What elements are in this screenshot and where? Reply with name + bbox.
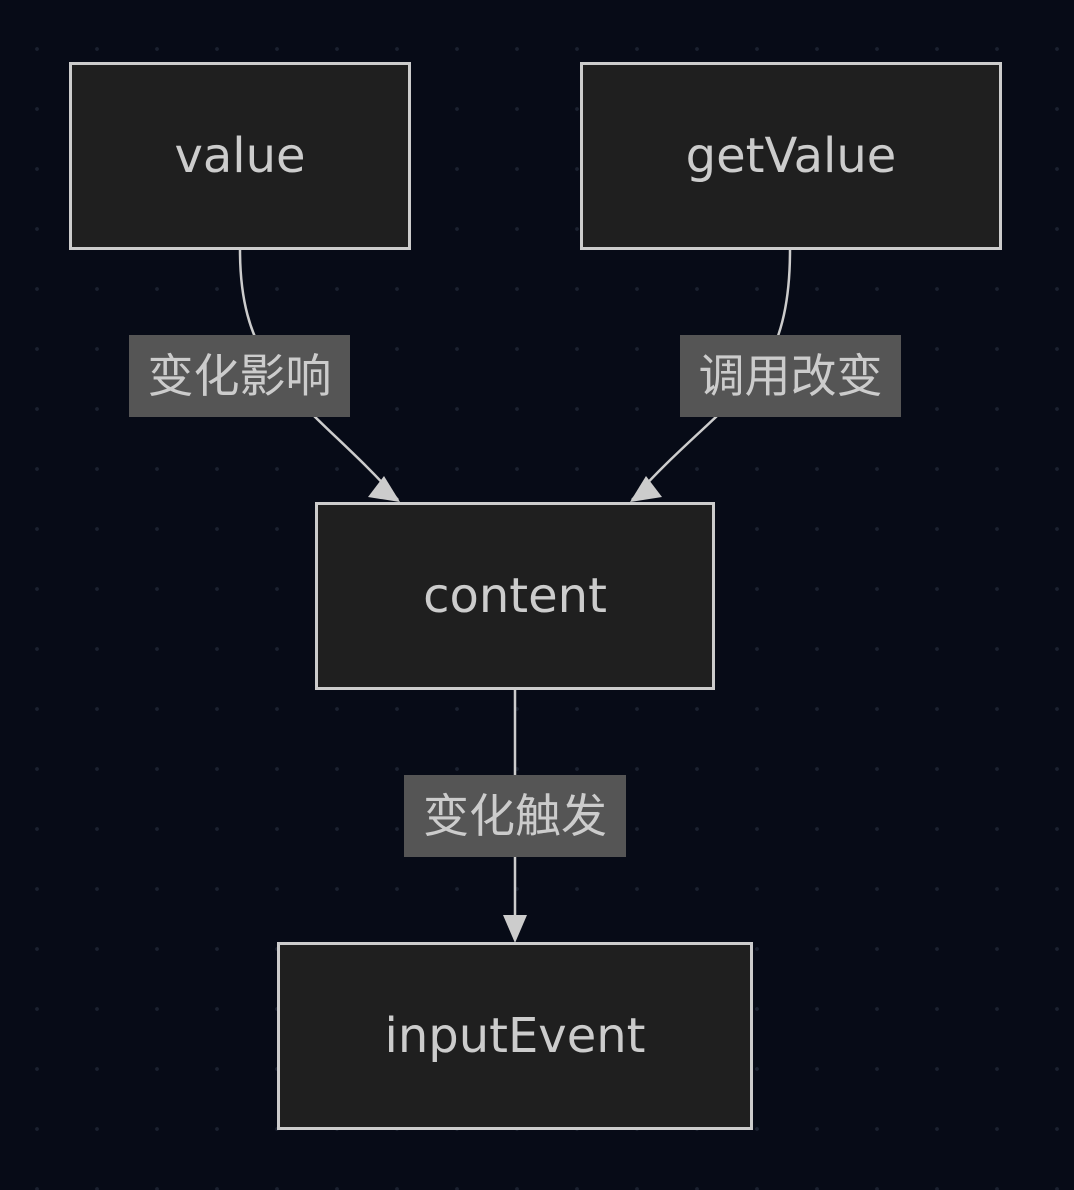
node-content[interactable]: content xyxy=(315,502,715,690)
node-value[interactable]: value xyxy=(69,62,411,250)
edge-label-getValue-to-content: 调用改变 xyxy=(680,335,901,417)
arrowhead-value-to-content xyxy=(368,476,400,502)
node-inputEvent[interactable]: inputEvent xyxy=(277,942,753,1130)
node-getValue-label: getValue xyxy=(685,128,897,184)
node-content-label: content xyxy=(423,568,607,624)
node-value-label: value xyxy=(174,128,306,184)
arrowhead-getValue-to-content xyxy=(630,476,662,502)
arrowhead-content-to-inputEvent xyxy=(503,915,527,943)
node-inputEvent-label: inputEvent xyxy=(384,1008,646,1064)
edge-label-value-to-content: 变化影响 xyxy=(129,335,350,417)
node-getValue[interactable]: getValue xyxy=(580,62,1002,250)
edge-label-content-to-inputEvent: 变化触发 xyxy=(404,775,626,857)
